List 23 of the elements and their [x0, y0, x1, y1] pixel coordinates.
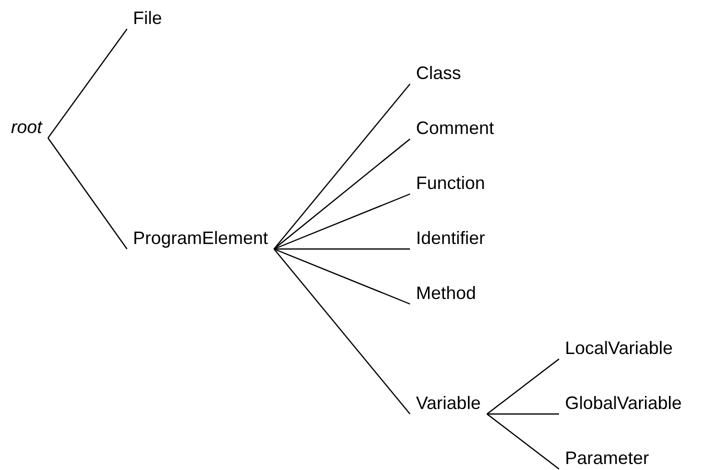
tree-branch-line: [486, 358, 560, 414]
tree-node-label: Variable: [410, 392, 487, 414]
tree-node-label: Method: [410, 282, 482, 304]
tree-node-label: ProgramElement: [127, 227, 274, 249]
tree-branch-line: [486, 414, 560, 470]
tree-node-label: Function: [410, 172, 492, 194]
tree-branch-line: [274, 138, 410, 250]
tree-branch-line: [274, 193, 410, 250]
tree-node-label: Comment: [410, 117, 500, 139]
tree-node-label: root: [5, 116, 48, 138]
tree-branch-line: [274, 248, 410, 250]
tree-branch-line: [487, 413, 559, 415]
tree-node-label: LocalVariable: [559, 337, 679, 359]
tree-node-label: GlobalVariable: [559, 392, 688, 414]
tree-branch-line: [48, 28, 128, 138]
tree-node-label: File: [127, 7, 168, 29]
tree-branch-line: [274, 84, 410, 250]
tree-node-label: Identifier: [410, 227, 492, 249]
tree-branch-line: [274, 248, 410, 414]
tree-node-label: Parameter: [559, 447, 656, 469]
tree-node-label: Class: [410, 62, 468, 84]
tree-branch-line: [274, 248, 410, 305]
tree-branch-line: [48, 138, 128, 250]
